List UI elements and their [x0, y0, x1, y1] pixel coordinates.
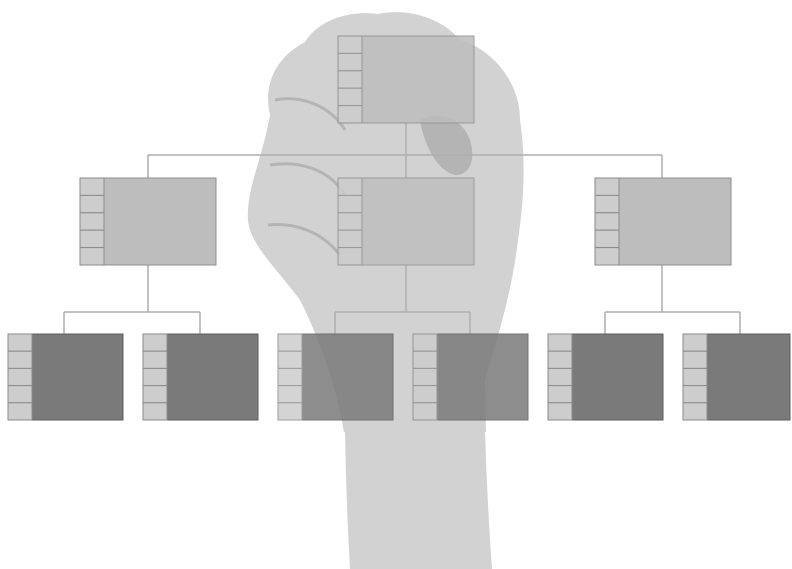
node-tab	[338, 71, 362, 88]
node-tab	[338, 53, 362, 70]
node-tab	[143, 386, 167, 403]
node-tab	[278, 368, 302, 385]
node-box	[619, 178, 731, 265]
node-tab	[80, 195, 104, 212]
node-tab	[8, 368, 32, 385]
node-tab	[338, 178, 362, 195]
middle-node-center	[338, 178, 474, 265]
node-box	[32, 334, 123, 420]
leaf-node-5	[548, 334, 663, 420]
node-tab	[548, 386, 572, 403]
node-tab	[683, 386, 707, 403]
leaf-node-4	[413, 334, 528, 420]
node-tab	[683, 351, 707, 368]
node-tab	[278, 334, 302, 351]
node-tab	[548, 334, 572, 351]
node-tab	[338, 248, 362, 265]
node-tab	[80, 213, 104, 230]
node-tab	[338, 106, 362, 123]
node-box	[572, 334, 663, 420]
root-node	[338, 36, 474, 123]
node-tab	[595, 213, 619, 230]
node-tab	[8, 334, 32, 351]
node-box	[437, 334, 528, 420]
node-tab	[413, 351, 437, 368]
node-tab	[8, 403, 32, 420]
node-tab	[80, 178, 104, 195]
node-tab	[548, 368, 572, 385]
node-tab	[80, 248, 104, 265]
node-box	[707, 334, 790, 420]
node-tab	[413, 386, 437, 403]
node-tab	[278, 351, 302, 368]
leaf-node-3	[278, 334, 393, 420]
node-box	[362, 36, 474, 123]
node-tab	[548, 403, 572, 420]
leaf-node-1	[8, 334, 123, 420]
middle-node-right	[595, 178, 731, 265]
node-tab	[278, 403, 302, 420]
node-tab	[413, 403, 437, 420]
node-tab	[338, 195, 362, 212]
node-tab	[413, 368, 437, 385]
node-tab	[143, 334, 167, 351]
node-tab	[338, 88, 362, 105]
node-box	[362, 178, 474, 265]
node-tab	[595, 248, 619, 265]
node-tab	[8, 351, 32, 368]
node-tab	[80, 230, 104, 247]
leaf-node-2	[143, 334, 258, 420]
node-tab	[683, 403, 707, 420]
node-tab	[413, 334, 437, 351]
node-tab	[338, 213, 362, 230]
node-tab	[595, 230, 619, 247]
leaf-node-6	[683, 334, 790, 420]
node-tab	[278, 386, 302, 403]
node-tab	[8, 386, 32, 403]
node-box	[302, 334, 393, 420]
node-tab	[595, 178, 619, 195]
node-tab	[338, 230, 362, 247]
node-tab	[683, 334, 707, 351]
node-tab	[143, 351, 167, 368]
node-tab	[595, 195, 619, 212]
node-tab	[143, 403, 167, 420]
node-tab	[338, 36, 362, 53]
forearm	[345, 430, 492, 569]
node-box	[167, 334, 258, 420]
node-tab	[548, 351, 572, 368]
node-box	[104, 178, 216, 265]
middle-node-left	[80, 178, 216, 265]
node-tab	[143, 368, 167, 385]
node-tab	[683, 368, 707, 385]
